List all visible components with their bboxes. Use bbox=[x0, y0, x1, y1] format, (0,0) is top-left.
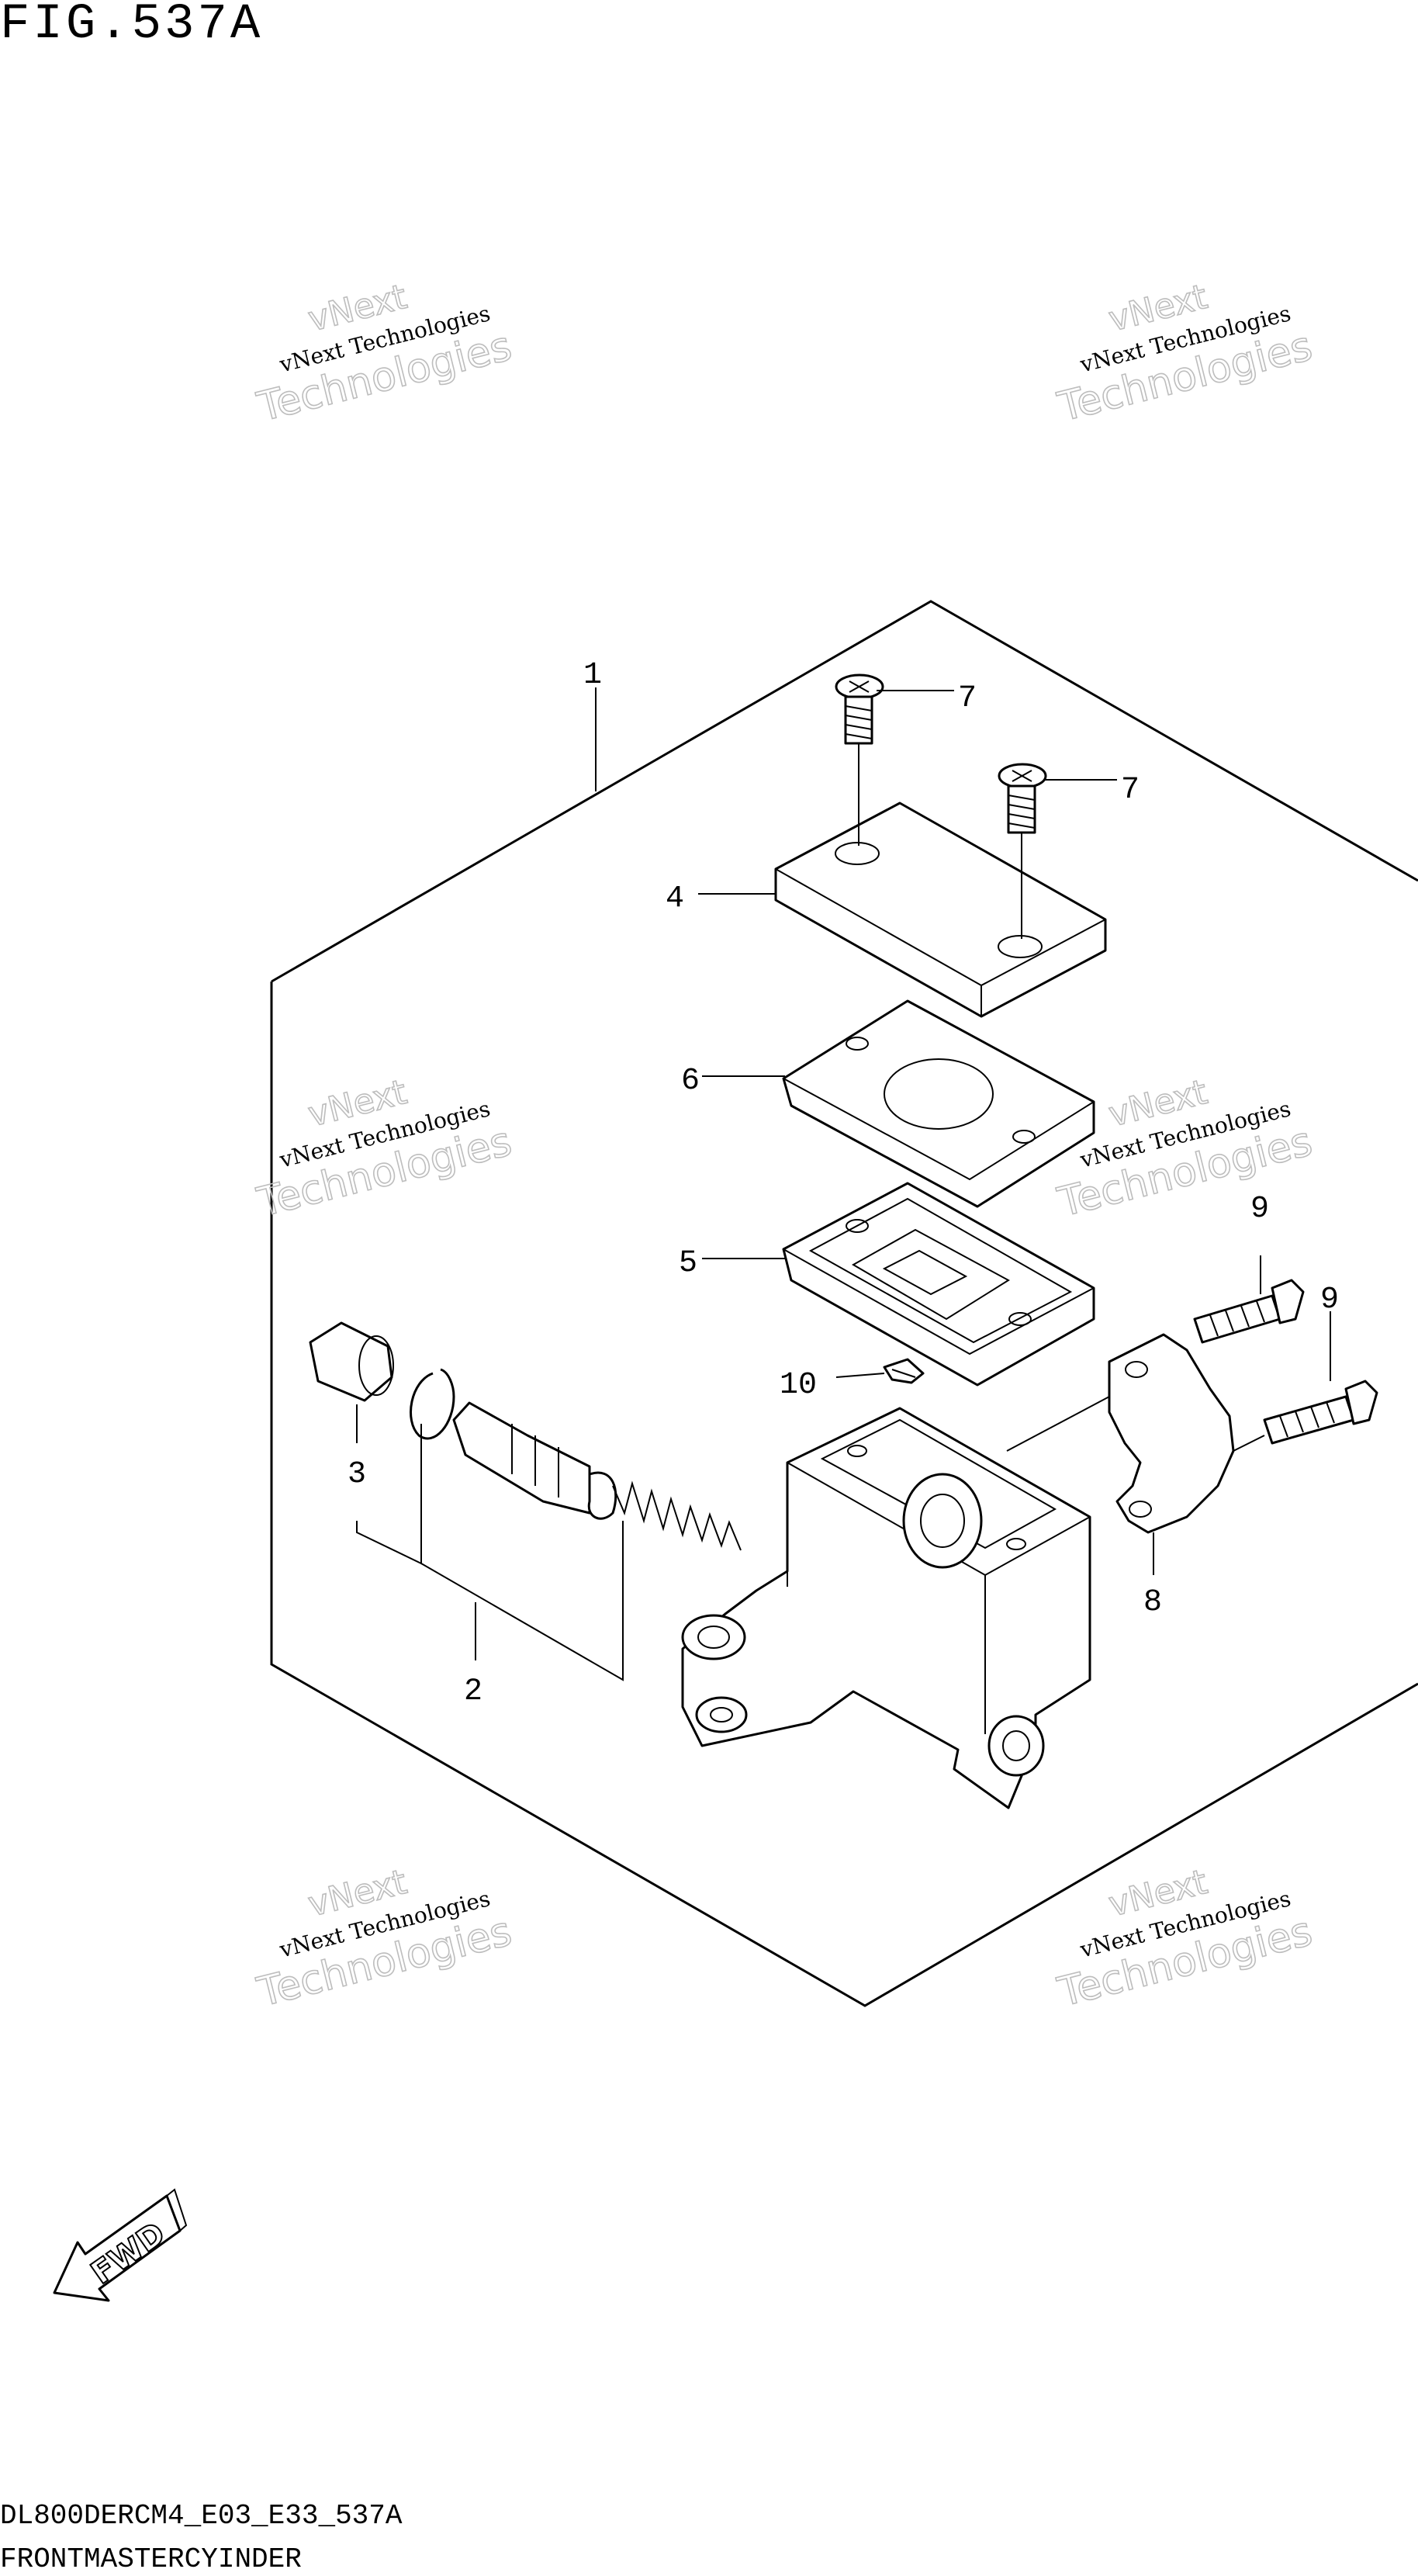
model-code: DL800DERCM4_E03_E33_537A bbox=[0, 2500, 403, 2532]
callout-8: 8 bbox=[1143, 1585, 1162, 1620]
part-3-boot bbox=[309, 1321, 394, 1402]
callout-6: 6 bbox=[681, 1064, 700, 1099]
part-6-diaphragm-plate bbox=[782, 999, 1095, 1208]
callout-5: 5 bbox=[679, 1246, 697, 1281]
figure-title: FIG.537A bbox=[0, 0, 264, 53]
callout-4: 4 bbox=[666, 881, 684, 916]
part-7-screw-b bbox=[998, 763, 1047, 939]
watermark-mid-left: vNext vNext Technologies Technologies bbox=[252, 1072, 517, 1227]
part-2-spring bbox=[612, 1480, 742, 1551]
part-9-bolt-a bbox=[1193, 1279, 1305, 1344]
part-5-diaphragm bbox=[782, 1182, 1095, 1387]
leader-lines bbox=[356, 687, 1331, 1681]
part-2-piston bbox=[452, 1401, 617, 1520]
part-4-reservoir-cap bbox=[774, 802, 1107, 1018]
callout-7b: 7 bbox=[1121, 773, 1140, 808]
watermark-top-left: vNext vNext Technologies Technologies bbox=[252, 276, 517, 431]
part-9-bolt-b bbox=[1263, 1380, 1378, 1445]
part-10-clip bbox=[883, 1358, 925, 1384]
watermark-top-right: vNext vNext Technologies Technologies bbox=[1053, 276, 1317, 431]
section-name: FRONTMASTERCYINDER bbox=[0, 2543, 302, 2575]
callout-3: 3 bbox=[348, 1457, 366, 1492]
fwd-arrow-icon: FWD bbox=[53, 2188, 188, 2302]
callout-labels: 1 4 6 5 7 7 10 9 9 8 3 2 bbox=[348, 658, 1339, 1709]
watermark-bottom-right: vNext vNext Technologies Technologies bbox=[1053, 1861, 1317, 2017]
callout-7a: 7 bbox=[958, 681, 977, 716]
part-7-screw-a bbox=[835, 673, 884, 846]
master-cylinder-body bbox=[681, 1407, 1091, 1809]
callout-10: 10 bbox=[780, 1368, 817, 1403]
callout-9a: 9 bbox=[1250, 1192, 1269, 1227]
part-8-handlebar-clamp bbox=[1108, 1333, 1235, 1534]
part-2-circlip bbox=[410, 1368, 455, 1440]
watermark-bottom-left: vNext vNext Technologies Technologies bbox=[252, 1861, 517, 2017]
callout-9b: 9 bbox=[1320, 1283, 1339, 1317]
callout-2: 2 bbox=[464, 1674, 482, 1709]
callout-1: 1 bbox=[583, 658, 602, 693]
assembly-boundary bbox=[270, 600, 1418, 2007]
